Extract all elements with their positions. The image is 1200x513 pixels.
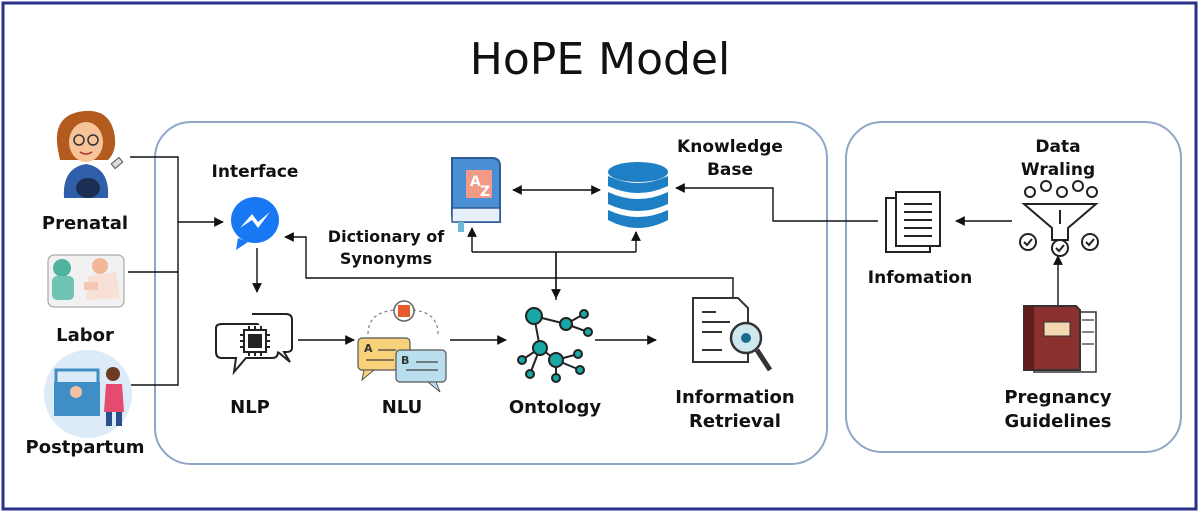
information-retrieval-line-1: Information [675, 387, 795, 408]
postpartum-icon [44, 350, 132, 438]
information-retrieval-line-2: Retrieval [689, 411, 781, 432]
pregnancy-guidelines-label: Pregnancy Guidelines [988, 386, 1128, 434]
dictionary-icon [451, 157, 501, 232]
knowledge-base-icon [608, 162, 668, 228]
information-icon [885, 191, 941, 253]
prenatal-icon [56, 110, 124, 198]
data-wrangling-line-1: Data [1035, 137, 1081, 157]
ontology-label: Ontology [508, 397, 602, 418]
main-panel [154, 121, 828, 465]
side-panel [845, 121, 1182, 453]
data-wrangling-label: Data Wraling [1008, 136, 1108, 182]
nlp-label: NLP [230, 397, 270, 418]
nlu-letter-b: B [401, 354, 409, 367]
data-wrangling-line-2: Wraling [1020, 160, 1096, 180]
dictionary-letter-z: Z [480, 184, 490, 200]
nlu-letter-a: A [364, 342, 373, 355]
information-retrieval-icon [692, 297, 773, 372]
pregnancy-guidelines-line-1: Pregnancy [1004, 387, 1112, 408]
connectors [128, 156, 1063, 386]
labor-label: Labor [56, 325, 114, 346]
knowledge-base-line-2: Base [706, 160, 754, 180]
information-label: Infomation [867, 268, 973, 288]
dictionary-line-1: Dictionary of [327, 227, 445, 246]
pregnancy-guidelines-line-2: Guidelines [1004, 411, 1112, 432]
knowledge-base-label: Knowledge Base [662, 136, 798, 182]
nlp-icon [215, 313, 293, 376]
dictionary-label: Dictionary of Synonyms [313, 226, 459, 270]
dictionary-letter-a: A [470, 174, 481, 190]
nlu-icon [357, 300, 447, 393]
prenatal-label: Prenatal [41, 213, 129, 234]
messenger-icon [231, 197, 279, 250]
postpartum-label: Postpartum [25, 437, 145, 458]
labor-icon [47, 254, 125, 308]
information-retrieval-label: Information Retrieval [655, 386, 815, 434]
dictionary-line-2: Synonyms [339, 249, 433, 268]
diagram-title: HoPE Model [469, 34, 731, 85]
nlu-label: NLU [381, 397, 423, 418]
knowledge-base-line-1: Knowledge [677, 137, 783, 157]
pregnancy-guidelines-icon [1023, 305, 1097, 373]
ontology-icon [517, 307, 593, 383]
interface-label: Interface [211, 162, 299, 182]
data-wrangling-icon [1019, 180, 1099, 257]
